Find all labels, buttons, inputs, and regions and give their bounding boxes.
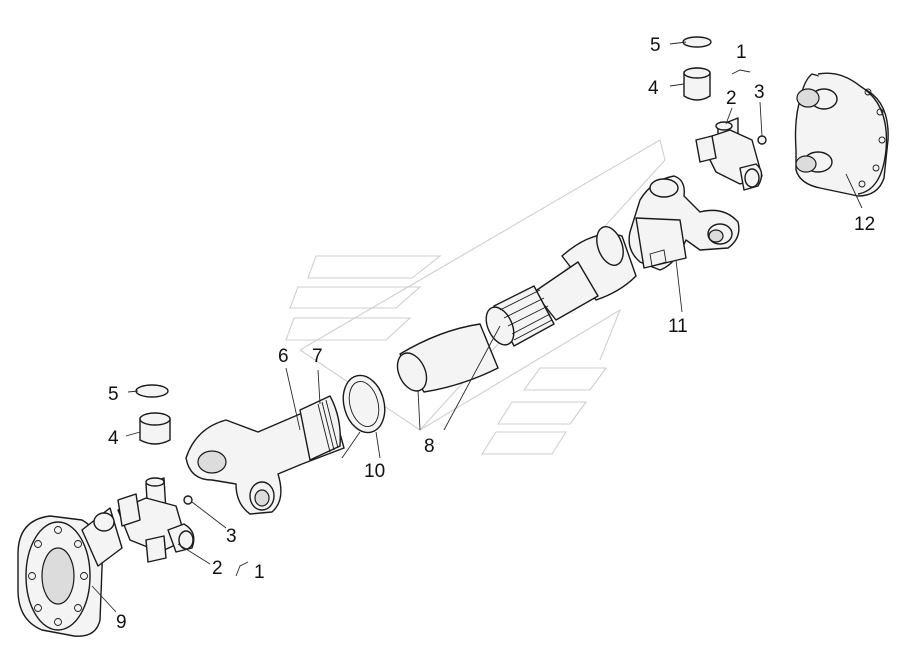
label-part-6: 6 [278, 346, 289, 367]
label-part-7: 7 [312, 346, 323, 367]
universal-joint-cross-top [682, 36, 767, 191]
universal-joint-cross-left [117, 477, 195, 563]
slip-yoke [533, 175, 740, 321]
label-part-4-left: 4 [108, 428, 119, 449]
tube-yoke [185, 395, 345, 515]
label-part-3-top: 3 [754, 82, 765, 103]
leader-lines [91, 41, 863, 613]
label-part-9: 9 [116, 612, 127, 633]
label-part-1-left: 1 [254, 562, 265, 583]
bearing-cup-left [135, 384, 171, 445]
label-part-3-left: 3 [226, 526, 237, 547]
label-part-10: 10 [364, 461, 385, 482]
part-labels: 5 4 1 2 3 12 11 6 7 8 10 5 4 3 2 1 9 [108, 35, 875, 633]
label-part-1-top: 1 [736, 42, 747, 63]
label-part-11: 11 [668, 316, 688, 337]
watermark [285, 139, 666, 455]
label-part-2-left: 2 [212, 558, 223, 579]
label-part-12: 12 [854, 214, 875, 235]
label-part-2-top: 2 [726, 88, 737, 109]
label-part-8: 8 [424, 436, 435, 457]
sealing-ring [342, 374, 386, 434]
label-part-4-top: 4 [648, 78, 659, 99]
flange-yoke-left [17, 507, 123, 637]
label-part-5-top: 5 [650, 35, 661, 56]
label-part-5-left: 5 [108, 384, 119, 405]
flange-yoke-right [794, 72, 889, 197]
splined-shaft [396, 285, 555, 393]
